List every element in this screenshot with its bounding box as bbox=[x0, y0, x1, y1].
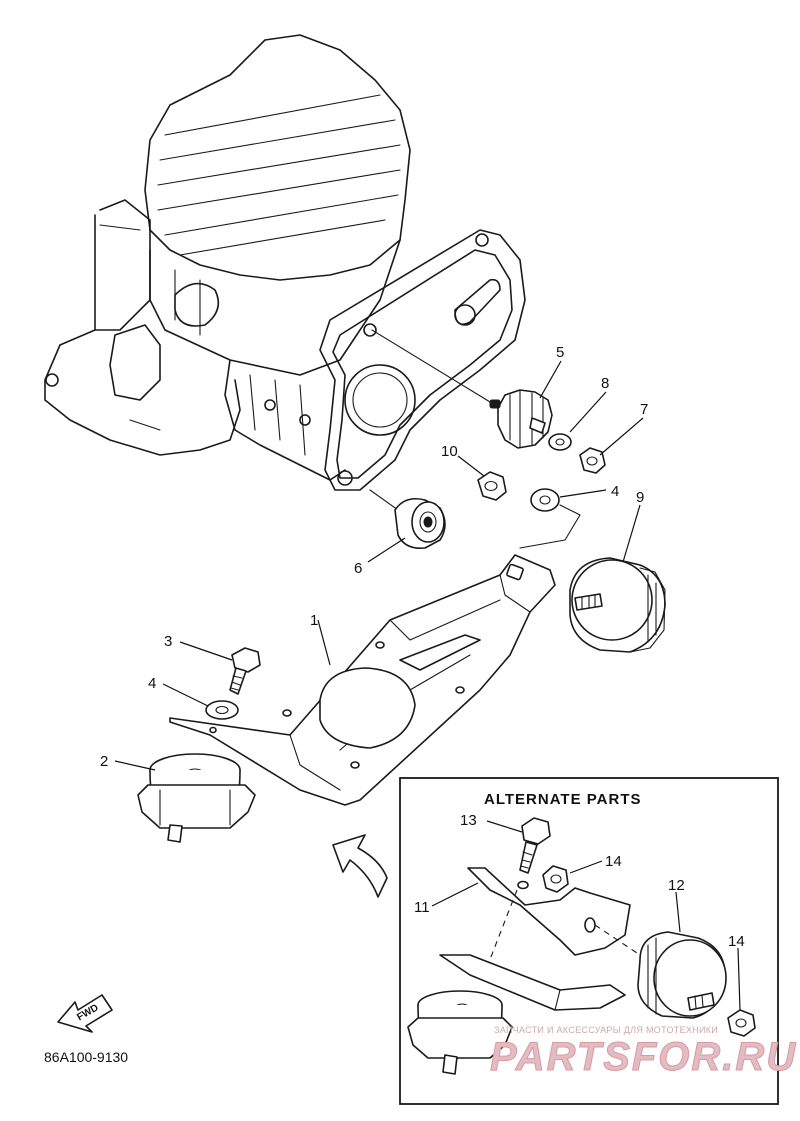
part-8-washer bbox=[548, 433, 572, 451]
part-6-bushing bbox=[394, 497, 446, 550]
watermark-logo: PARTSFOR.RU bbox=[490, 1035, 797, 1079]
part-13-bolt bbox=[519, 817, 551, 874]
part-11-bracket bbox=[467, 867, 641, 981]
callout-9: 9 bbox=[636, 489, 644, 506]
callout-6: 6 bbox=[354, 560, 362, 577]
watermark: ЗАПЧАСТИ И АКСЕССУАРЫ ДЛЯ МОТОТЕХНИКИ PA… bbox=[490, 1025, 797, 1080]
callout-1: 1 bbox=[310, 612, 318, 629]
part-7-nut bbox=[579, 447, 606, 474]
part-12-mount bbox=[637, 931, 727, 1019]
alternate-parts-box bbox=[399, 777, 779, 1105]
callout-4-left: 4 bbox=[148, 675, 156, 692]
fwd-arrow-icon: FWD bbox=[57, 994, 113, 1033]
alternate-parts-title: ALTERNATE PARTS bbox=[484, 791, 642, 808]
part-2-mount bbox=[137, 753, 256, 843]
part-14-nut-right bbox=[727, 1009, 756, 1037]
callout-labels: 5 8 7 10 4 9 6 1 3 4 2 13 14 11 12 14 bbox=[100, 344, 745, 950]
callout-10: 10 bbox=[441, 443, 458, 460]
engine-block bbox=[44, 34, 526, 491]
part-9-mount bbox=[569, 557, 666, 653]
part-4-washer-left bbox=[205, 700, 239, 720]
part-5-damper bbox=[489, 389, 553, 449]
callout-14-right: 14 bbox=[728, 933, 745, 950]
callout-2: 2 bbox=[100, 753, 108, 770]
callout-3: 3 bbox=[164, 633, 172, 650]
callout-5: 5 bbox=[556, 344, 564, 361]
part-10-nut bbox=[477, 471, 507, 501]
curved-arrow-icon bbox=[332, 834, 388, 898]
callout-7: 7 bbox=[640, 401, 648, 418]
callout-14-top: 14 bbox=[605, 853, 622, 870]
alt-flat-plate bbox=[439, 954, 626, 1011]
part-1-bracket bbox=[169, 554, 556, 806]
diagram-code: 86A100-9130 bbox=[44, 1049, 128, 1065]
alt-lower-mount bbox=[407, 990, 513, 1075]
callout-13: 13 bbox=[460, 812, 477, 829]
watermark-tagline: ЗАПЧАСТИ И АКСЕССУАРЫ ДЛЯ МОТОТЕХНИКИ bbox=[494, 1025, 718, 1035]
callout-12: 12 bbox=[668, 877, 685, 894]
callout-8: 8 bbox=[601, 375, 609, 392]
callout-4-right: 4 bbox=[611, 483, 619, 500]
leader-lines bbox=[114, 360, 741, 1011]
part-4-washer-right bbox=[530, 488, 560, 512]
part-3-bolt bbox=[229, 647, 261, 695]
callout-11: 11 bbox=[414, 899, 430, 916]
part-14-nut bbox=[542, 865, 569, 893]
